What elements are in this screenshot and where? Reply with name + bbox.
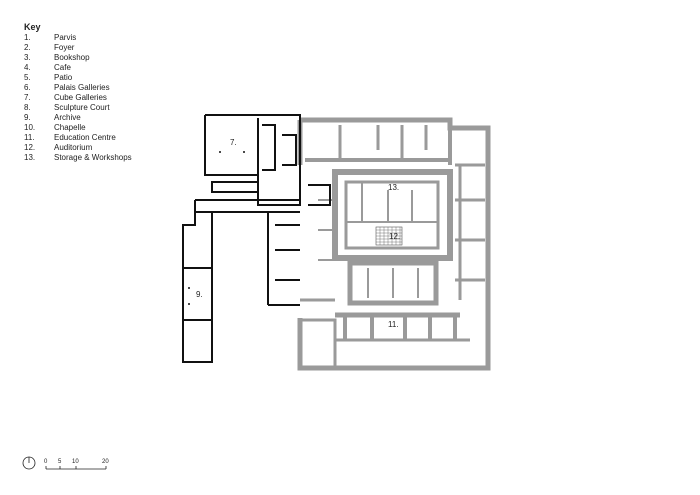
room-label-archive: 9. xyxy=(196,290,203,299)
room-label-education: 11. xyxy=(388,320,399,329)
key-item-label: Sculpture Court xyxy=(54,103,110,112)
key-item-label: Cube Galleries xyxy=(54,93,107,102)
key-item: 8. Sculpture Court xyxy=(24,103,132,113)
key-item-label: Education Centre xyxy=(54,133,116,142)
key-item-number: 6. xyxy=(24,83,31,92)
key-item-number: 10. xyxy=(24,123,36,132)
key-item-number: 13. xyxy=(24,153,36,162)
key-item-label: Patio xyxy=(54,73,73,82)
key-item-number: 12. xyxy=(24,143,36,152)
key-item-label: Archive xyxy=(54,113,81,122)
scale-tick-label: 20 xyxy=(102,459,109,465)
scale-tick-label: 0 xyxy=(44,459,48,465)
scale-bar: 0 5 10 20 xyxy=(22,456,109,470)
key-item-number: 3. xyxy=(24,53,31,62)
new-building xyxy=(182,114,331,363)
room-label-storage: 13. xyxy=(388,183,399,192)
scale-tick-label: 5 xyxy=(58,459,62,465)
key-item-label: Parvis xyxy=(54,33,77,42)
key-item: 7. Cube Galleries xyxy=(24,93,132,103)
existing-building xyxy=(297,117,491,371)
key-item-number: 4. xyxy=(24,63,31,72)
room-label-cube-galleries: 7. xyxy=(230,138,237,147)
key-item: 9. Archive xyxy=(24,113,132,123)
auditorium-seating xyxy=(375,226,403,246)
room-label-auditorium: 12. xyxy=(389,232,400,241)
scale-tick-label: 10 xyxy=(72,459,79,465)
key-item: 5. Patio xyxy=(24,73,132,83)
key-item-label: Palais Galleries xyxy=(54,83,110,92)
key-item-number: 9. xyxy=(24,113,31,122)
key-item: 6. Palais Galleries xyxy=(24,83,132,93)
key-item-number: 11. xyxy=(24,133,35,142)
key-item-label: Chapelle xyxy=(54,123,86,132)
key-item-label: Storage & Workshops xyxy=(54,153,132,162)
key-item-number: 2. xyxy=(24,43,31,52)
key-item-label: Auditorium xyxy=(54,143,93,152)
key-item: 2. Foyer xyxy=(24,43,132,53)
key-item-number: 8. xyxy=(24,103,31,112)
key-item: 11. Education Centre xyxy=(24,133,132,143)
key-item: 3. Bookshop xyxy=(24,53,132,63)
key-item: 4. Cafe xyxy=(24,63,132,73)
key-item-number: 5. xyxy=(24,73,31,82)
key-item: 12. Auditorium xyxy=(24,143,132,153)
key-item: 10. Chapelle xyxy=(24,123,132,133)
structural-columns xyxy=(188,151,245,305)
key-item-label: Foyer xyxy=(54,43,75,52)
plan-key: Key 1. Parvis 2. Foyer 3. Bookshop 4. Cafe 5… xyxy=(24,22,132,163)
key-item-label: Cafe xyxy=(54,63,71,72)
key-item-number: 7. xyxy=(24,93,31,102)
key-title: Key xyxy=(24,22,41,32)
key-item: 13. Storage & Workshops xyxy=(24,153,132,163)
key-item-number: 1. xyxy=(24,33,31,42)
key-list: 1. Parvis 2. Foyer 3. Bookshop 4. Cafe 5. Pat… xyxy=(24,33,132,163)
key-item-label: Bookshop xyxy=(54,53,90,62)
key-item: 1. Parvis xyxy=(24,33,132,43)
